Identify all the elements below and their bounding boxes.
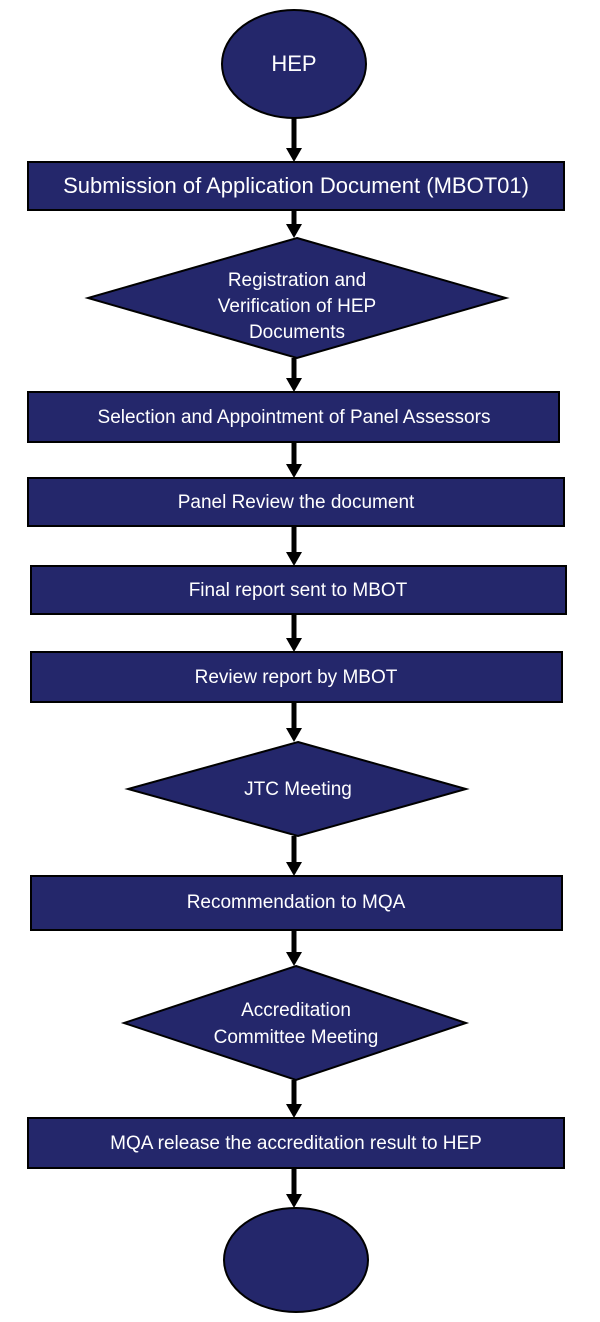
arrow-recommendation-to-committee	[286, 930, 302, 966]
jtc-decision: JTC Meeting	[124, 740, 470, 838]
arrow-panel-review-to-final-report	[286, 526, 302, 566]
arrow-release-to-end	[286, 1168, 302, 1208]
review-report-process-label: Review report by MBOT	[195, 667, 398, 688]
arrow-jtc-to-recommendation	[286, 836, 302, 876]
end-node	[223, 1207, 369, 1313]
release-result-process-label: MQA release the accreditation result to …	[110, 1133, 482, 1154]
start-node-label: HEP	[271, 51, 316, 76]
jtc-decision-label: JTC Meeting	[244, 779, 352, 800]
panel-review-process: Panel Review the document	[27, 477, 565, 527]
arrow-start-to-submission	[286, 118, 302, 162]
arrow-submission-to-registration	[286, 210, 302, 238]
arrow-final-report-to-review-report	[286, 614, 302, 652]
accreditation-committee-line-1: Accreditation	[241, 1000, 351, 1021]
submission-process-label: Submission of Application Document (MBOT…	[63, 173, 529, 198]
recommendation-process-label: Recommendation to MQA	[187, 892, 406, 913]
panel-review-process-label: Panel Review the document	[178, 492, 415, 513]
final-report-process: Final report sent to MBOT	[30, 565, 567, 615]
arrow-selection-to-panel-review	[286, 442, 302, 478]
release-result-process: MQA release the accreditation result to …	[27, 1117, 565, 1169]
registration-decision: Registration and Verification of HEP Doc…	[84, 236, 510, 360]
connectors	[286, 118, 302, 1208]
recommendation-process: Recommendation to MQA	[30, 875, 563, 931]
selection-process-label: Selection and Appointment of Panel Asses…	[98, 407, 491, 428]
registration-decision-line-1: Registration and	[228, 270, 366, 291]
review-report-process: Review report by MBOT	[30, 651, 563, 703]
accreditation-committee-line-2: Committee Meeting	[214, 1027, 379, 1048]
arrow-committee-to-release	[286, 1080, 302, 1118]
registration-decision-line-2: Verification of HEP	[218, 296, 376, 317]
arrow-registration-to-selection	[286, 358, 302, 392]
final-report-process-label: Final report sent to MBOT	[189, 580, 408, 601]
start-node: HEP	[221, 9, 367, 119]
submission-process: Submission of Application Document (MBOT…	[27, 161, 565, 211]
arrow-review-report-to-jtc	[286, 702, 302, 742]
selection-process: Selection and Appointment of Panel Asses…	[27, 391, 560, 443]
accreditation-committee-decision: Accreditation Committee Meeting	[120, 964, 470, 1082]
registration-decision-line-3: Documents	[249, 322, 345, 343]
